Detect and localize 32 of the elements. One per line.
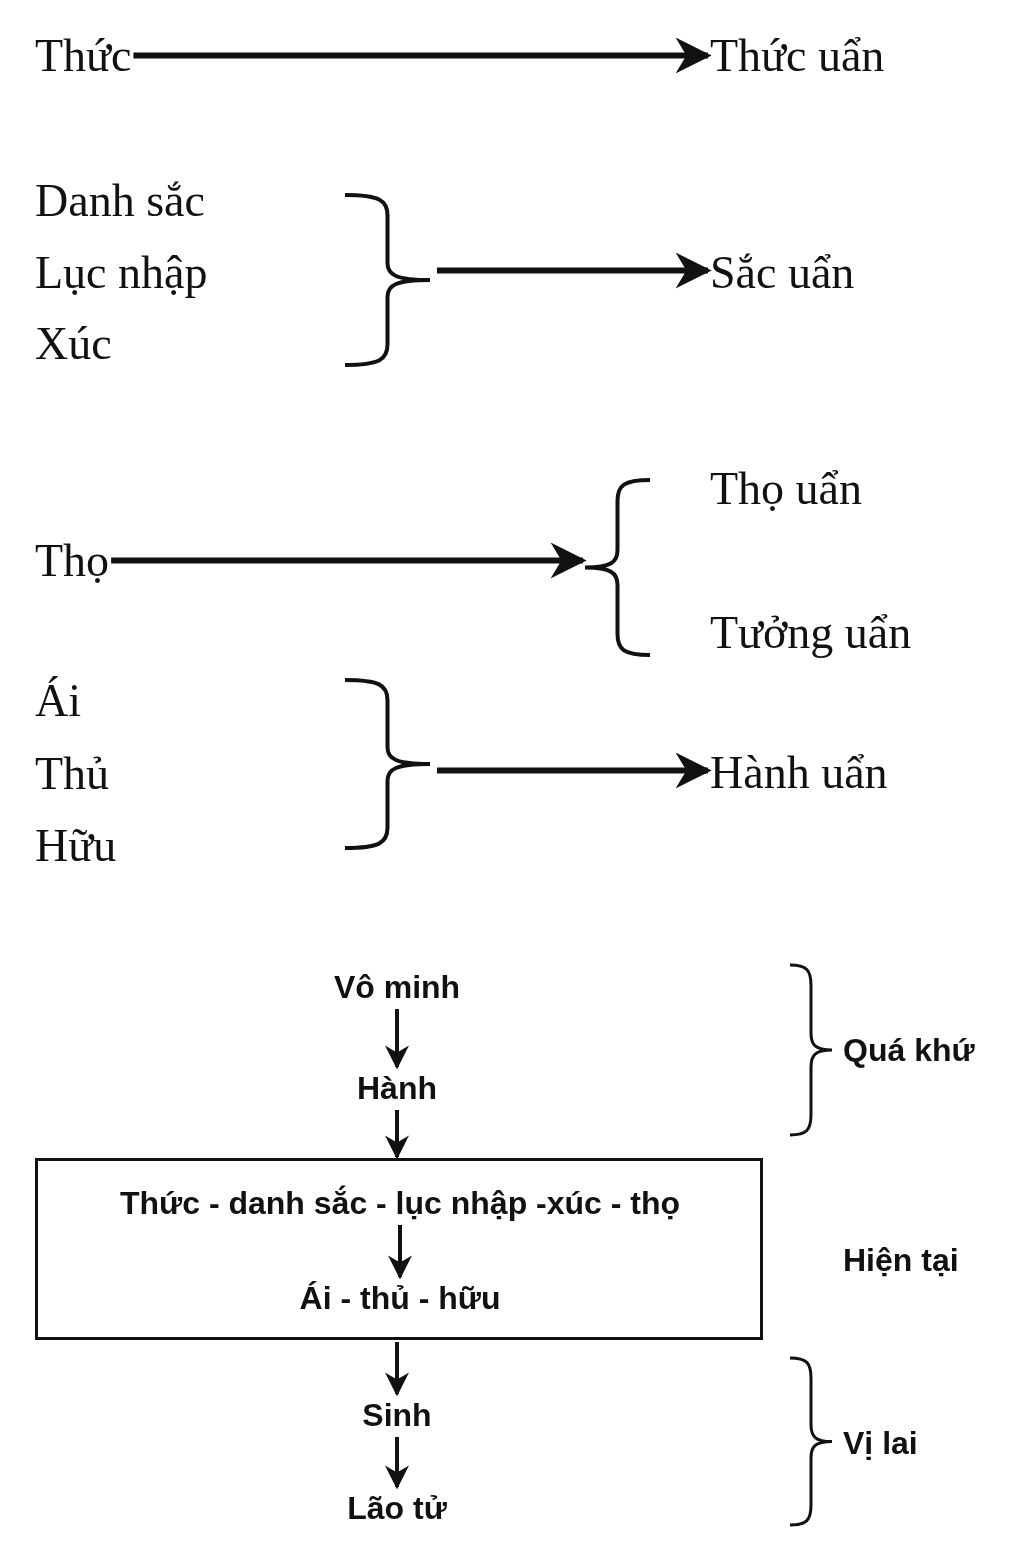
term-label: Hành uẩn — [710, 745, 888, 800]
stage-label: Lão tử — [347, 1488, 447, 1528]
arrow — [385, 1110, 409, 1160]
term-label: Danh sắc — [35, 174, 205, 228]
period-label: Vị lai — [843, 1424, 918, 1463]
arrow — [388, 1225, 412, 1280]
term-label: Ái — [35, 674, 81, 728]
arrow — [385, 1009, 409, 1070]
arrow — [437, 752, 712, 789]
arrow — [385, 1437, 409, 1490]
term-label: Hữu — [35, 819, 117, 873]
term-label: Thọ — [35, 533, 110, 588]
stage-label: Hành — [357, 1068, 437, 1108]
arrow — [437, 252, 712, 289]
arrow — [385, 1342, 409, 1397]
period-label: Hiện tại — [843, 1241, 959, 1280]
period-label: Quá khứ — [843, 1031, 975, 1070]
process-box — [35, 1158, 763, 1340]
term-label: Thọ uẩn — [710, 462, 862, 516]
term-label: Sắc uẩn — [710, 245, 855, 300]
term-label: Xúc — [35, 317, 112, 371]
arrow — [133, 37, 712, 74]
arrow — [111, 542, 587, 579]
stage-label: Sinh — [362, 1395, 432, 1435]
term-label: Lục nhập — [35, 246, 208, 300]
stage-label: Thức - danh sắc - lục nhập -xúc - thọ — [119, 1183, 681, 1223]
stage-label: Vô minh — [333, 967, 461, 1007]
term-label: Tưởng uẩn — [710, 606, 912, 660]
term-label: Thủ — [35, 747, 110, 801]
term-label: Thức — [35, 28, 132, 83]
term-label: Thức uẩn — [710, 28, 885, 83]
stage-label: Ái - thủ - hữu — [299, 1278, 501, 1318]
